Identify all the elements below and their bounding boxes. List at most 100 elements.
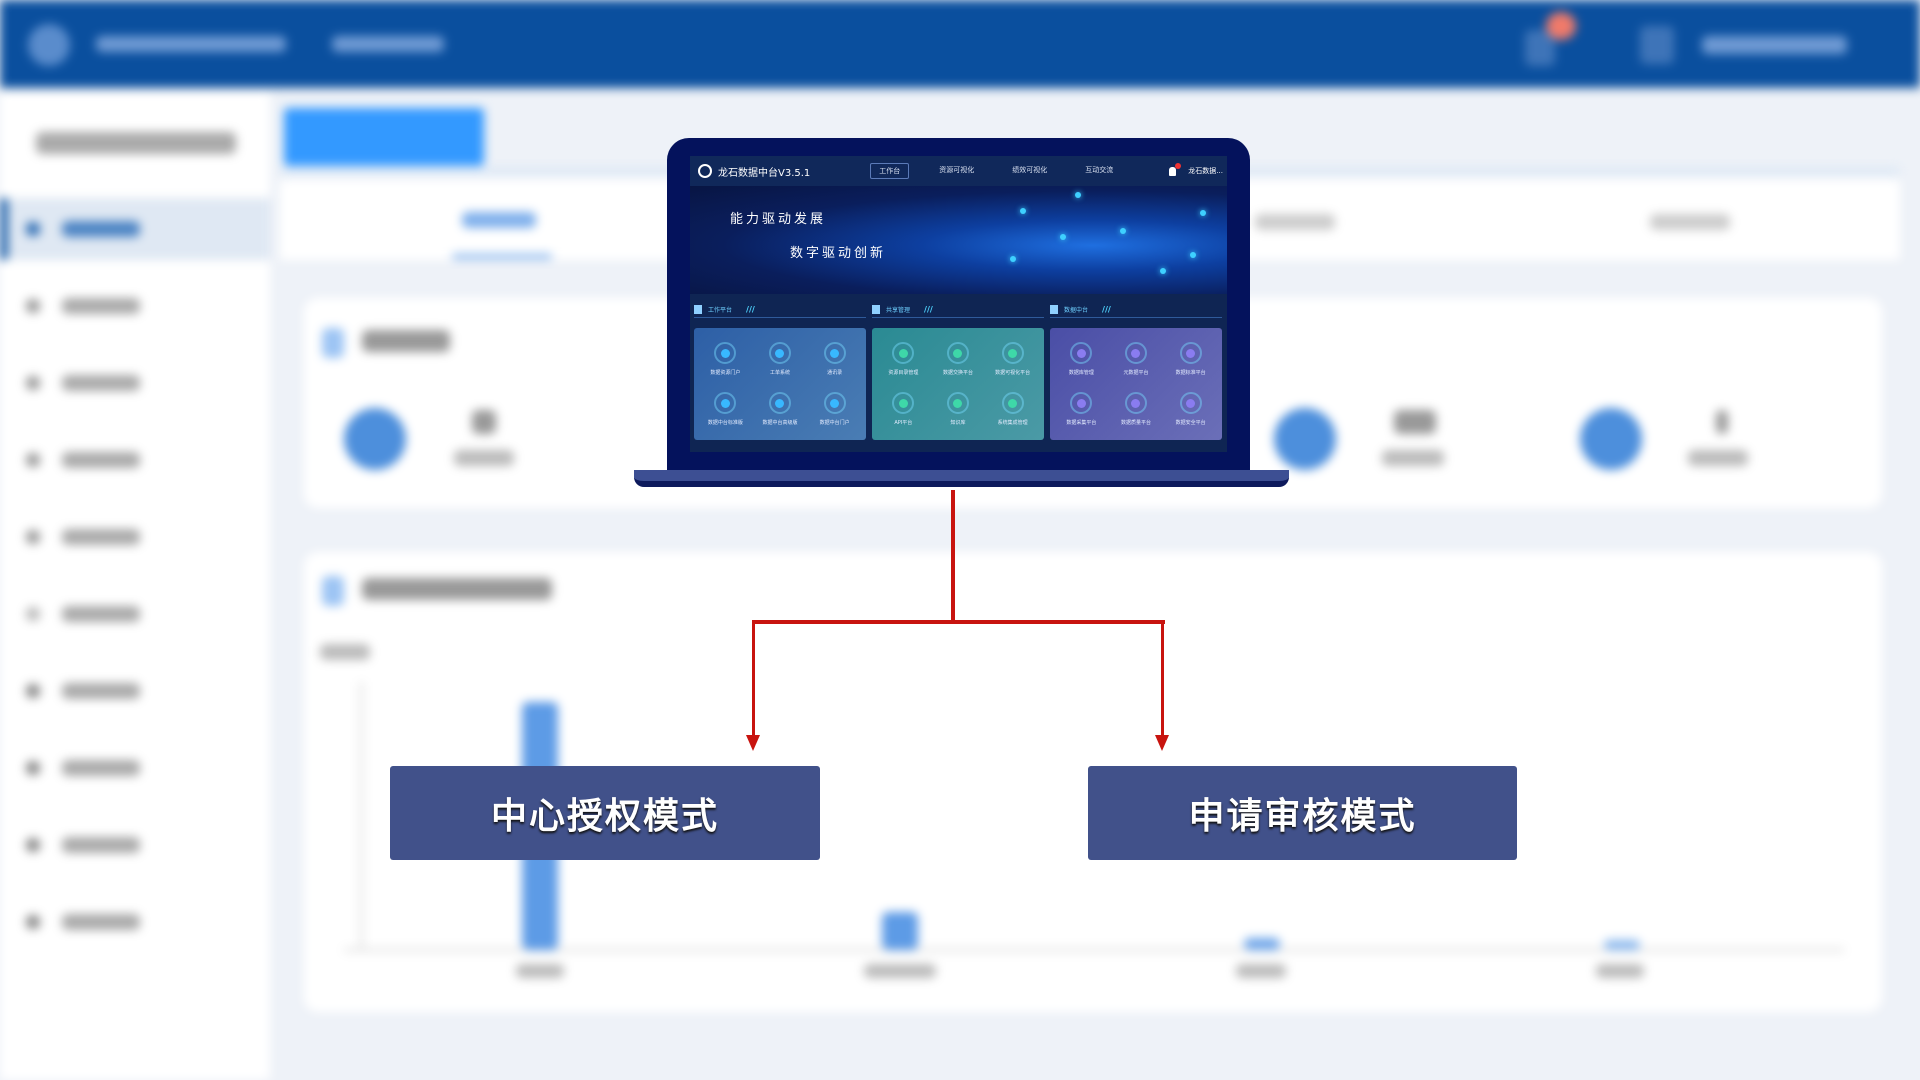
app-icon bbox=[1124, 392, 1147, 414]
connector-trunk bbox=[951, 490, 955, 623]
sidebar-item-1[interactable] bbox=[0, 198, 270, 260]
laptop-screen: 龙石数据中台V3.5.1 工作台 资源可视化 绩效可视化 互动交流 龙石数据..… bbox=[690, 156, 1227, 452]
app-header bbox=[0, 0, 1920, 88]
logo-icon bbox=[698, 164, 712, 178]
laptop-nav: 工作台 资源可视化 绩效可视化 互动交流 bbox=[870, 163, 1121, 179]
chart-icon bbox=[872, 305, 880, 314]
app-icon bbox=[1001, 392, 1024, 414]
tile[interactable]: 系统集成管理 bbox=[985, 384, 1040, 434]
sub-tab-3[interactable] bbox=[1255, 214, 1335, 230]
tile-label: 知识库 bbox=[950, 420, 966, 426]
section-sharing-management: 共享管理/// 资源目录管理 数据交换平台 数据可视化平台 API平台 知识库 … bbox=[872, 302, 1044, 440]
app-icon bbox=[1124, 342, 1147, 364]
tile-label: 数据标准平台 bbox=[1175, 370, 1206, 376]
app-icon bbox=[768, 392, 791, 414]
app-icon bbox=[1179, 342, 1202, 364]
notification-badge bbox=[1546, 12, 1576, 40]
sub-tab-active[interactable] bbox=[462, 212, 536, 228]
tile-label: 数据质量平台 bbox=[1120, 420, 1151, 426]
sidebar-item-2[interactable] bbox=[0, 275, 270, 337]
stat-icon-1 bbox=[344, 408, 406, 470]
app-icon bbox=[714, 392, 737, 414]
nav-interaction[interactable]: 互动交流 bbox=[1085, 166, 1114, 174]
tile[interactable]: 数据资源门户 bbox=[698, 334, 753, 384]
nav-resource-visualization[interactable]: 资源可视化 bbox=[939, 166, 975, 174]
section-data-platform: 数据中台/// 数据库管理 元数据平台 数据标准平台 数据采集平台 数据质量平台… bbox=[1050, 302, 1222, 440]
workspace-dropdown[interactable] bbox=[332, 36, 444, 52]
connector-left bbox=[752, 620, 755, 738]
connector-right bbox=[1161, 620, 1164, 738]
tile[interactable]: 数据库管理 bbox=[1054, 334, 1109, 384]
laptop-mockup: 龙石数据中台V3.5.1 工作台 资源可视化 绩效可视化 互动交流 龙石数据..… bbox=[667, 138, 1250, 470]
tile[interactable]: 数据标准平台 bbox=[1163, 334, 1218, 384]
tile-label: API平台 bbox=[894, 420, 913, 426]
sidebar-item-7[interactable] bbox=[0, 660, 270, 722]
user-avatar-icon[interactable] bbox=[1640, 26, 1674, 64]
app-icon bbox=[946, 342, 969, 364]
user-name-dropdown[interactable] bbox=[1702, 36, 1847, 54]
arrow-down-icon bbox=[746, 735, 760, 751]
app-sections: 工作平台/// 数据资源门户 工单系统 通讯录 数据中台标准版 数据中台高级版 … bbox=[690, 294, 1227, 452]
laptop-app-title: 龙石数据中台V3.5.1 bbox=[718, 167, 811, 179]
chart-bar-4 bbox=[1604, 940, 1640, 950]
stat-icon-3 bbox=[1274, 408, 1336, 470]
tile[interactable]: 数据交换平台 bbox=[931, 334, 986, 384]
sidebar-item-9[interactable] bbox=[0, 814, 270, 876]
tile[interactable]: 数据安全平台 bbox=[1163, 384, 1218, 434]
app-icon bbox=[892, 392, 915, 414]
tile-label: 数据资源门户 bbox=[710, 370, 741, 376]
tile[interactable]: 资源目录管理 bbox=[876, 334, 931, 384]
sidebar-item-8[interactable] bbox=[0, 737, 270, 799]
app-icon bbox=[714, 342, 737, 364]
tile[interactable]: 数据中台门户 bbox=[807, 384, 862, 434]
tile-label: 数据可视化平台 bbox=[995, 370, 1031, 376]
sidebar-item-10[interactable] bbox=[0, 891, 270, 953]
nav-performance-visualization[interactable]: 绩效可视化 bbox=[1012, 166, 1048, 174]
app-icon bbox=[892, 342, 915, 364]
chart-bar-3 bbox=[1244, 938, 1280, 950]
app-icon bbox=[823, 342, 846, 364]
user-menu[interactable]: 龙石数据... bbox=[1188, 167, 1223, 175]
banner: 能力驱动发展 数字驱动创新 bbox=[690, 186, 1227, 294]
tile[interactable]: 数据中台高级版 bbox=[753, 384, 808, 434]
tile[interactable]: 数据中台标准版 bbox=[698, 384, 753, 434]
app-logo-icon bbox=[28, 24, 70, 66]
tile-label: 数据中台标准版 bbox=[707, 420, 743, 426]
stat-icon-4 bbox=[1580, 408, 1642, 470]
tile-label: 数据交换平台 bbox=[942, 370, 973, 376]
sidebar-item-5[interactable] bbox=[0, 506, 270, 568]
sub-tab-4[interactable] bbox=[1650, 214, 1730, 230]
laptop-base bbox=[634, 470, 1289, 487]
tile[interactable]: 元数据平台 bbox=[1109, 334, 1164, 384]
tile[interactable]: 数据可视化平台 bbox=[985, 334, 1040, 384]
app-icon bbox=[823, 392, 846, 414]
section-title: 工作平台 bbox=[708, 307, 733, 314]
section-title: 共享管理 bbox=[886, 307, 911, 314]
tile[interactable]: API平台 bbox=[876, 384, 931, 434]
section-title: 数据中台 bbox=[1064, 307, 1089, 314]
tile-label: 数据库管理 bbox=[1068, 370, 1094, 376]
banner-line-2: 数字驱动创新 bbox=[790, 246, 887, 261]
connector-branch bbox=[752, 620, 1165, 624]
tile-label: 系统集成管理 bbox=[997, 420, 1028, 426]
sidebar-item-6[interactable] bbox=[0, 583, 270, 645]
sidebar-item-3[interactable] bbox=[0, 352, 270, 414]
tile-label: 数据安全平台 bbox=[1175, 420, 1206, 426]
tile[interactable]: 工单系统 bbox=[753, 334, 808, 384]
sidebar-item-4[interactable] bbox=[0, 429, 270, 491]
app-icon bbox=[1001, 342, 1024, 364]
tile[interactable]: 知识库 bbox=[931, 384, 986, 434]
chart-icon bbox=[1050, 305, 1058, 314]
tile-label: 工单系统 bbox=[769, 370, 790, 376]
tab-home[interactable] bbox=[284, 108, 484, 166]
tile[interactable]: 数据采集平台 bbox=[1054, 384, 1109, 434]
sub-tab-underline bbox=[452, 254, 552, 259]
tile[interactable]: 数据质量平台 bbox=[1109, 384, 1164, 434]
tile-label: 资源目录管理 bbox=[888, 370, 919, 376]
tile-label: 数据采集平台 bbox=[1066, 420, 1097, 426]
tile[interactable]: 通讯录 bbox=[807, 334, 862, 384]
bell-icon[interactable] bbox=[1169, 162, 1182, 176]
nav-workbench[interactable]: 工作台 bbox=[870, 163, 910, 179]
central-authorization-mode-box: 中心授权模式 bbox=[390, 766, 820, 860]
app-icon bbox=[946, 392, 969, 414]
